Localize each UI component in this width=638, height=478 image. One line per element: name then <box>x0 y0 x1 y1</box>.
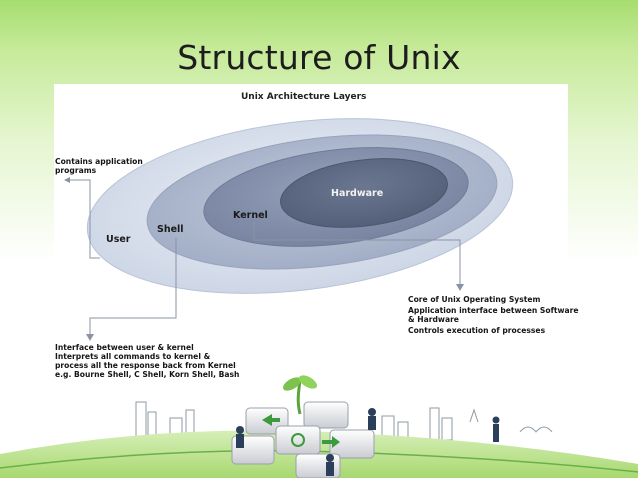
slide-title: Structure of Unix <box>177 38 461 77</box>
plant-icon <box>282 375 318 415</box>
user-connector-arrow <box>64 177 70 183</box>
footer-illustration <box>0 375 638 478</box>
kernel-note-line: & Hardware <box>408 315 459 324</box>
hardware-label: Hardware <box>331 188 384 199</box>
diagram-title: Unix Architecture Layers <box>241 92 367 102</box>
shell-connector <box>89 238 177 334</box>
shell-note-line: Interface between user & kernel <box>55 343 194 352</box>
user-label: User <box>106 234 131 245</box>
kernel-note: Core of Unix Operating System Applicatio… <box>408 295 579 335</box>
user-connector <box>70 179 100 259</box>
kernel-note-line: Controls execution of processes <box>408 326 546 335</box>
shell-note-line: e.g. Bourne Shell, C Shell, Korn Shell, … <box>55 370 240 379</box>
kernel-note-line: Application interface between Software <box>408 306 579 315</box>
shell-connector-arrow <box>86 334 94 341</box>
user-note-line: Contains application <box>55 157 143 166</box>
shell-note-line: process all the response back from Kerne… <box>55 361 236 370</box>
kernel-note-line: Core of Unix Operating System <box>408 295 541 304</box>
shell-note-line: Interprets all commands to kernel & <box>55 352 211 361</box>
shell-label: Shell <box>157 224 184 235</box>
kernel-connector-arrow <box>456 284 464 291</box>
key-symbols-icon <box>262 414 340 448</box>
user-note: Contains application programs <box>55 157 143 175</box>
user-note-line: programs <box>55 166 97 175</box>
people-figures-icon <box>236 408 500 476</box>
hardware-layer <box>280 158 448 228</box>
kernel-label: Kernel <box>233 210 268 221</box>
kernel-connector <box>253 222 461 284</box>
shell-note: Interface between user & kernel Interpre… <box>55 343 239 379</box>
